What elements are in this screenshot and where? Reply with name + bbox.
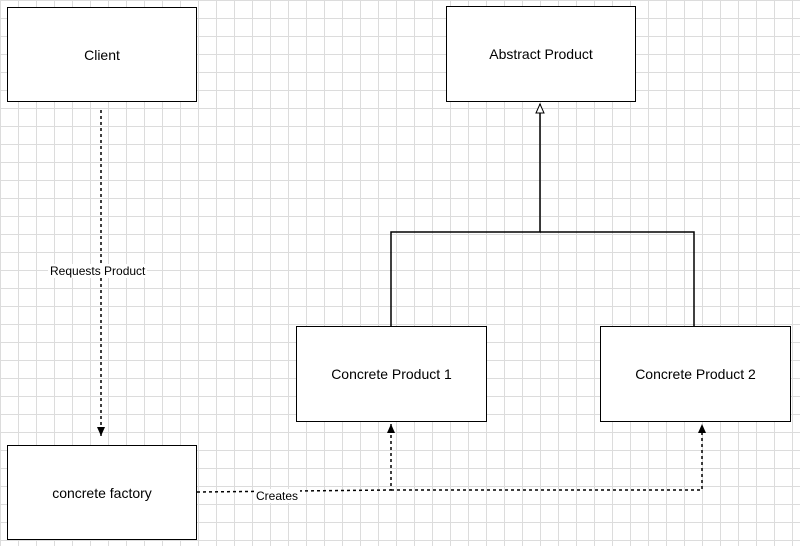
inheritance-connector-1 xyxy=(390,102,545,326)
client-label: Client xyxy=(84,46,120,63)
creates-connector-2 xyxy=(391,424,706,491)
concrete-product-1-label: Concrete Product 1 xyxy=(331,366,452,382)
inheritance-connector-2 xyxy=(540,231,695,326)
client-node[interactable]: Client xyxy=(7,7,197,102)
concrete-factory-label: concrete factory xyxy=(52,484,152,501)
concrete-product-2-node[interactable]: Concrete Product 2 xyxy=(600,326,791,422)
requests-product-label: Requests Product xyxy=(48,264,148,278)
creates-label: Creates xyxy=(254,489,301,503)
abstract-product-node[interactable]: Abstract Product xyxy=(446,6,636,102)
abstract-product-label: Abstract Product xyxy=(489,46,593,62)
concrete-product-1-node[interactable]: Concrete Product 1 xyxy=(296,326,487,422)
concrete-factory-node[interactable]: concrete factory xyxy=(7,445,197,540)
creates-connector-1 xyxy=(196,424,395,493)
concrete-product-2-label: Concrete Product 2 xyxy=(635,366,756,382)
